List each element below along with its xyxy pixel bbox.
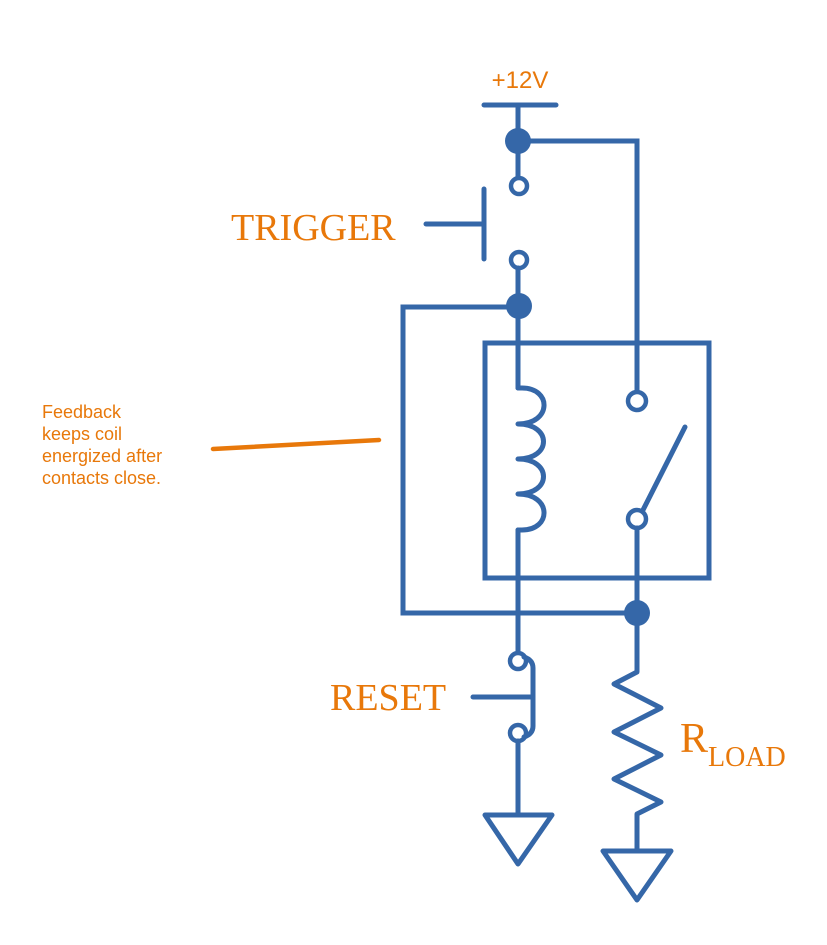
- load-label-main: R: [680, 716, 708, 762]
- supply-rail: +12V: [481, 67, 559, 108]
- annotation-leader-line: [210, 437, 382, 452]
- trigger-label: TRIGGER: [231, 207, 396, 249]
- trigger-switch: TRIGGER: [231, 175, 530, 271]
- load-resistor: [611, 657, 664, 853]
- reset-label: RESET: [330, 677, 446, 719]
- supply-label: +12V: [492, 67, 549, 94]
- wire-supply-to-relay-contact: [515, 138, 640, 397]
- feedback-annotation: Feedback keeps coil energized after cont…: [42, 402, 382, 488]
- junction-coil-top: [506, 293, 532, 319]
- ground-symbol-reset: [482, 812, 555, 867]
- relay-housing: [482, 340, 712, 581]
- trigger-contact-bottom: [508, 249, 530, 271]
- annotation-line-1: Feedback: [42, 402, 122, 422]
- ground-symbol-load: [600, 848, 674, 903]
- relay-contact: [625, 389, 688, 531]
- load-label: RLOAD: [680, 716, 786, 773]
- relay-coil: [515, 385, 547, 533]
- junction-supply: [505, 128, 531, 154]
- annotation-line-2: keeps coil: [42, 424, 122, 444]
- annotation-line-3: energized after: [42, 446, 162, 466]
- relay-contact-bottom: [625, 507, 649, 531]
- annotation-text: Feedback keeps coil energized after cont…: [42, 402, 167, 488]
- reset-switch: RESET: [330, 650, 536, 744]
- trigger-contact-top: [508, 175, 530, 197]
- relay-contact-top: [625, 389, 649, 413]
- load-label-subscript: LOAD: [708, 742, 786, 773]
- junction-load: [624, 600, 650, 626]
- relay-contact-arm: [640, 424, 688, 513]
- annotation-line-4: contacts close.: [42, 468, 161, 488]
